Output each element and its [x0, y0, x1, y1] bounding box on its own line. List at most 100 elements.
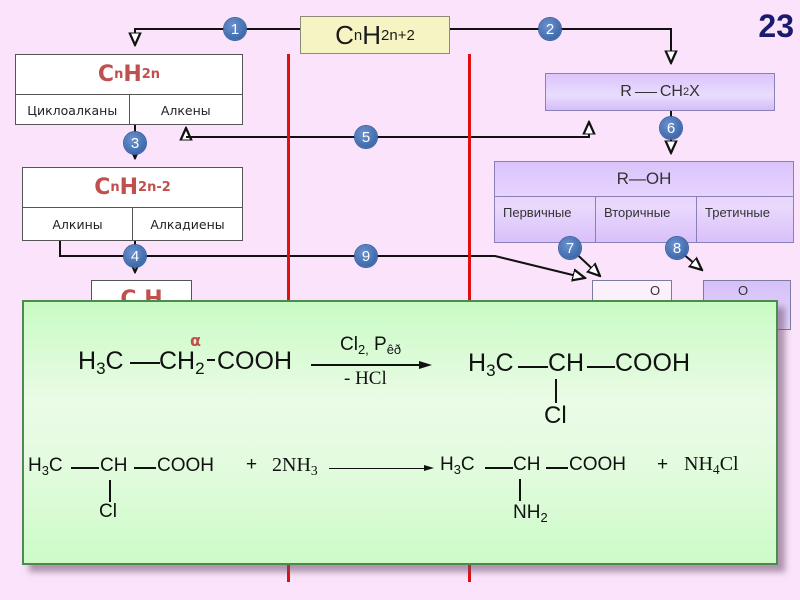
step-badge-5: 5 [355, 126, 377, 148]
r2-reactant-cl: Cl [99, 501, 117, 522]
atom-c: C [48, 455, 63, 476]
oxygen-label: O [650, 283, 661, 298]
atom-h: H [28, 455, 42, 476]
formula-sub-n: n [353, 26, 363, 44]
class-cycloalkanes: Циклоалканы [27, 102, 118, 118]
catalyst-sub: êð [386, 341, 402, 357]
formula-c: C [97, 62, 115, 87]
r2-byproduct-nh4cl: NH4Cl [684, 453, 739, 478]
class-alkenes: Алкены [128, 95, 243, 125]
ch-sub: 2 [682, 86, 690, 98]
class-alkynes: Алкины [52, 216, 103, 232]
bond [587, 366, 615, 368]
atom-h: H [78, 347, 97, 375]
formula-c: C [94, 175, 111, 200]
r1-reactant-cooh: COOH [217, 347, 292, 375]
bond [485, 467, 513, 469]
plus-sign: + [246, 454, 258, 475]
atom-h: H [468, 349, 487, 377]
sub-3: 3 [96, 359, 106, 379]
bond [519, 479, 521, 501]
arrow-9 [59, 241, 585, 278]
atom-cl: Cl [719, 453, 739, 475]
r2-reagent-nh3: 2NH3 [272, 454, 318, 479]
bond [518, 366, 548, 368]
formula-c: C [335, 19, 354, 50]
formula-h: H [362, 19, 382, 50]
reagent-nh: 2NH [272, 454, 311, 476]
arrow-head-icon [424, 465, 434, 471]
r2-reactant-ch3: H3C [28, 455, 63, 478]
r1-product-cooh: COOH [615, 349, 690, 377]
formula-h: H [119, 175, 139, 200]
formula-sub-h: 2n-2 [138, 180, 171, 195]
plus-sign: + [657, 454, 669, 475]
r1-reactant-ch3: H3C [78, 347, 124, 379]
r2-product-ch3: H3C [440, 454, 475, 477]
slide-number: 23 [758, 8, 794, 44]
arrow-head-icon [419, 361, 432, 369]
r2-reactant-ch: CH [100, 455, 128, 476]
atom-c: C [460, 454, 475, 475]
sub-2: 2, [357, 341, 369, 357]
r1-product-ch3: H3C [468, 349, 514, 381]
oxygen-label: O [738, 283, 749, 298]
reaction-panel: α H3C CH2 COOH Cl2, Pêð - HCl H3C CH COO… [22, 300, 778, 565]
ch-group: CH [659, 83, 683, 100]
sub-3: 3 [310, 463, 318, 479]
r1-condition-below: - HCl [344, 368, 387, 389]
bond [130, 362, 160, 364]
step-badge-6: 6 [660, 117, 682, 139]
step-badge-2: 2 [539, 18, 561, 40]
arrow-5-line [186, 122, 589, 138]
group-ch: CH [159, 347, 196, 375]
r2-product-cooh: COOH [569, 454, 626, 475]
reagent-cl: Cl [340, 334, 358, 355]
alpha-label: α [190, 331, 201, 350]
step-badge-7: 7 [559, 237, 581, 259]
sub-4: 4 [712, 462, 720, 478]
sub-3: 3 [453, 461, 461, 477]
sub-3: 3 [41, 462, 49, 478]
reaction-arrow-2 [329, 468, 429, 470]
class-secondary: Вторичные [595, 197, 696, 243]
arrow-2 [450, 28, 671, 63]
formula-sub-n: n [110, 180, 120, 195]
r1-condition-above: Cl2, Pêð [340, 334, 401, 357]
step-badge-3: 3 [124, 132, 146, 154]
r2-product-nh2: NH2 [513, 502, 548, 525]
class-alkadienes: Алкадиены [132, 208, 242, 240]
formula-sub-h: 2n [141, 67, 161, 82]
bond [134, 467, 156, 469]
r1-reactant-ch2: CH2 [159, 347, 205, 379]
group-nh: NH [513, 502, 541, 523]
sub-3: 3 [486, 361, 496, 381]
bond [207, 359, 215, 361]
halogen: X [689, 83, 700, 100]
formula-sub-n: n [114, 67, 124, 82]
atom-c: C [105, 347, 124, 375]
r1-product-cl: Cl [544, 402, 567, 429]
step-badge-1: 1 [224, 18, 246, 40]
arrow-1 [135, 28, 300, 45]
formula-h: H [123, 62, 142, 87]
catalyst-p: P [374, 334, 387, 355]
bond [109, 480, 111, 502]
r-group: R [620, 83, 632, 100]
step-badge-4: 4 [124, 245, 146, 267]
bond [555, 379, 557, 403]
alcohol-formula: R—OH [495, 162, 793, 197]
reaction-arrow-1 [311, 364, 421, 366]
bond [71, 467, 99, 469]
group-nh: NH [684, 453, 713, 475]
class-primary: Первичные [503, 205, 572, 220]
step-badge-9: 9 [355, 245, 377, 267]
bond [546, 467, 568, 469]
step-badge-8: 8 [666, 237, 688, 259]
sub-2: 2 [195, 359, 205, 379]
